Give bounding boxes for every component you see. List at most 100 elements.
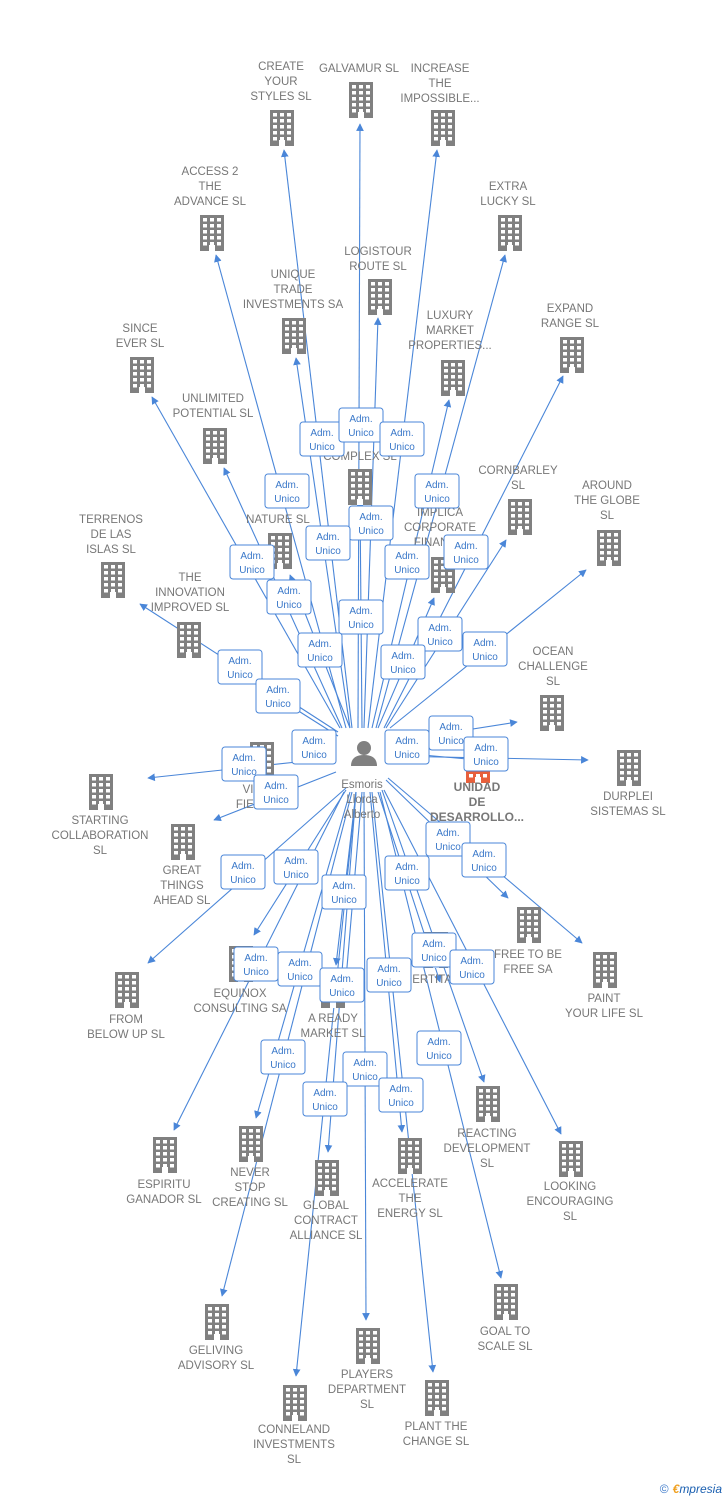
role-badge[interactable]: Adm.Unico bbox=[384, 855, 430, 891]
role-badge[interactable]: Adm.Unico bbox=[255, 678, 301, 714]
role-badge[interactable]: Adm.Unico bbox=[417, 616, 463, 652]
badge-box bbox=[305, 525, 351, 561]
role-badge[interactable]: Adm.Unico bbox=[266, 579, 312, 615]
role-badge[interactable]: Adm.Unico bbox=[461, 842, 507, 878]
building-door bbox=[440, 140, 446, 146]
role-badge[interactable]: Adm.Unico bbox=[264, 473, 310, 509]
company-node-complex[interactable]: COMPLEX SL bbox=[323, 451, 397, 505]
building-window bbox=[408, 1153, 412, 1157]
role-badge[interactable]: Adm.Unico bbox=[321, 874, 367, 910]
role-badge[interactable]: Adm.Unico bbox=[319, 967, 365, 1003]
company-node-galvamur[interactable]: GALVAMUR SL bbox=[319, 63, 400, 118]
building-window bbox=[359, 109, 363, 113]
role-badge[interactable]: Adm.Unico bbox=[220, 854, 266, 890]
role-badge[interactable]: Adm.Unico bbox=[217, 649, 263, 685]
role-badge[interactable]: Adm.Unico bbox=[348, 505, 394, 541]
building-window bbox=[92, 789, 96, 793]
building-window bbox=[286, 1394, 290, 1398]
role-badge[interactable]: Adm.Unico bbox=[384, 544, 430, 580]
building-window bbox=[511, 508, 515, 512]
role-badge[interactable]: Adm.Unico bbox=[233, 946, 279, 982]
role-badge[interactable]: Adm.Unico bbox=[297, 632, 343, 668]
role-badge[interactable]: Adm.Unico bbox=[273, 849, 319, 885]
role-badge[interactable]: Adm.Unico bbox=[338, 407, 384, 443]
role-badge[interactable]: Adm.Unico bbox=[253, 774, 299, 810]
building-window bbox=[208, 1313, 212, 1317]
role-badge[interactable]: Adm.Unico bbox=[338, 599, 384, 635]
role-badge[interactable]: Adm.Unico bbox=[425, 821, 471, 857]
building-icon bbox=[356, 1328, 380, 1364]
role-badge[interactable]: Adm.Unico bbox=[414, 473, 460, 509]
role-badge[interactable]: Adm.Unico bbox=[260, 1039, 306, 1075]
role-badge[interactable]: Adm.Unico bbox=[416, 1030, 462, 1066]
building-window bbox=[448, 113, 452, 117]
role-badge[interactable]: Adm.Unico bbox=[366, 957, 412, 993]
badge-box bbox=[366, 957, 412, 993]
role-badge[interactable]: Adm.Unico bbox=[411, 932, 457, 968]
company-label-line: RANGE SL bbox=[541, 318, 600, 330]
building-window bbox=[358, 490, 362, 494]
role-badge[interactable]: Adm.Unico bbox=[229, 544, 275, 580]
role-badge[interactable]: Adm.Unico bbox=[305, 525, 351, 561]
company-node-luxury-market-properties[interactable]: LUXURYMARKETPROPERTIES... bbox=[408, 310, 492, 396]
role-badge[interactable]: Adm.Unico bbox=[384, 729, 430, 765]
building-window bbox=[479, 1089, 483, 1093]
building-window bbox=[352, 103, 356, 107]
role-badge[interactable]: Adm.Unico bbox=[378, 1077, 424, 1113]
building-window bbox=[147, 360, 151, 364]
role-badge[interactable]: Adm.Unico bbox=[449, 949, 495, 985]
role-badge[interactable]: Adm.Unico bbox=[302, 1081, 348, 1117]
badge-box bbox=[414, 473, 460, 509]
company-node-increase-the-impossible[interactable]: INCREASETHEIMPOSSIBLE... bbox=[400, 63, 480, 146]
building-window bbox=[442, 1395, 446, 1399]
role-badge[interactable]: Adm.Unico bbox=[443, 534, 489, 570]
role-badge[interactable]: Adm.Unico bbox=[277, 951, 323, 987]
building-window bbox=[163, 1158, 167, 1162]
building-door bbox=[279, 140, 285, 146]
building-window bbox=[118, 583, 122, 587]
role-badge[interactable]: Adm.Unico bbox=[299, 421, 345, 457]
role-badge[interactable]: Adm.Unico bbox=[379, 421, 425, 457]
badge-text: Adm. bbox=[302, 736, 325, 747]
role-badge[interactable]: Adm.Unico bbox=[291, 729, 337, 765]
role-badge[interactable]: Adm.Unico bbox=[463, 736, 509, 772]
footer-brand[interactable]: ©€mpresia bbox=[660, 1482, 722, 1496]
role-badge[interactable]: Adm.Unico bbox=[221, 746, 267, 782]
role-badge[interactable]: Adm.Unico bbox=[428, 715, 474, 751]
role-badge[interactable]: Adm.Unico bbox=[462, 631, 508, 667]
building-window bbox=[570, 352, 574, 356]
role-badge[interactable]: Adm.Unico bbox=[380, 644, 426, 680]
role-badge[interactable]: Adm.Unico bbox=[342, 1051, 388, 1087]
